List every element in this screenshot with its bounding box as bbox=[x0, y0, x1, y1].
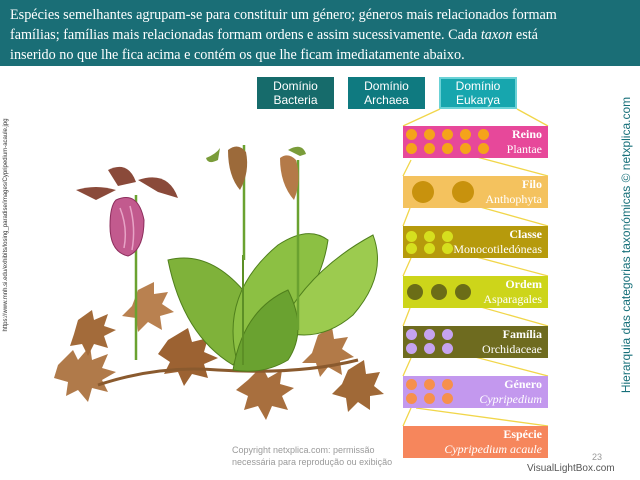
rank-dot bbox=[423, 328, 435, 340]
green-leaves-illustration bbox=[134, 145, 378, 372]
header-banner: Espécies semelhantes agrupam-se para con… bbox=[0, 0, 640, 66]
rank-dot bbox=[441, 128, 453, 140]
rank-dot bbox=[441, 242, 453, 254]
rank-dot bbox=[455, 284, 471, 300]
source-url: https://www.mnh.si.edu/exhibits/losing_p… bbox=[3, 118, 9, 332]
rank-dot bbox=[423, 242, 435, 254]
rank-dot bbox=[423, 142, 435, 154]
rank-dot bbox=[405, 392, 417, 404]
rank-dot bbox=[405, 230, 417, 242]
taxon-word: taxon bbox=[480, 27, 513, 43]
orchid-illustration bbox=[54, 145, 384, 420]
header-line-1: Espécies semelhantes agrupam-se para con… bbox=[10, 7, 557, 23]
page-number: 23 bbox=[592, 452, 603, 462]
rank-dot bbox=[405, 378, 417, 390]
orchid-flowers-illustration bbox=[76, 146, 306, 257]
copyright-note: Copyright netxplica.com: permissão neces… bbox=[232, 445, 393, 467]
rank-dot bbox=[423, 392, 435, 404]
rank-dot bbox=[431, 284, 447, 300]
rank-dot bbox=[407, 284, 423, 300]
rank-dot bbox=[412, 181, 434, 203]
rank-dot bbox=[477, 128, 489, 140]
rank-dot bbox=[441, 342, 453, 354]
rank-dot bbox=[405, 142, 417, 154]
rank-dot bbox=[452, 181, 474, 203]
rank-dot bbox=[459, 142, 471, 154]
rank-dot bbox=[405, 328, 417, 340]
rank-dot bbox=[405, 342, 417, 354]
rank-dot bbox=[423, 230, 435, 242]
rank-dot bbox=[441, 142, 453, 154]
header-line-2: famílias; famílias mais relacionadas for… bbox=[10, 27, 538, 43]
rank-dot bbox=[477, 142, 489, 154]
rank-dot bbox=[441, 328, 453, 340]
rank-dot bbox=[459, 128, 471, 140]
rank-dot bbox=[423, 378, 435, 390]
watermark: VisualLightBox.com bbox=[527, 463, 615, 474]
rank-dot bbox=[441, 230, 453, 242]
rank-dot bbox=[405, 242, 417, 254]
rank-dot bbox=[441, 378, 453, 390]
header-line-3: inserido no que lhe fica acima e contém … bbox=[10, 47, 465, 63]
rank-dot bbox=[423, 128, 435, 140]
rank-dot bbox=[405, 128, 417, 140]
side-title: Hierarquia das categorias taxonómicas © … bbox=[619, 96, 633, 394]
rank-dot bbox=[423, 342, 435, 354]
rank-dot bbox=[441, 392, 453, 404]
